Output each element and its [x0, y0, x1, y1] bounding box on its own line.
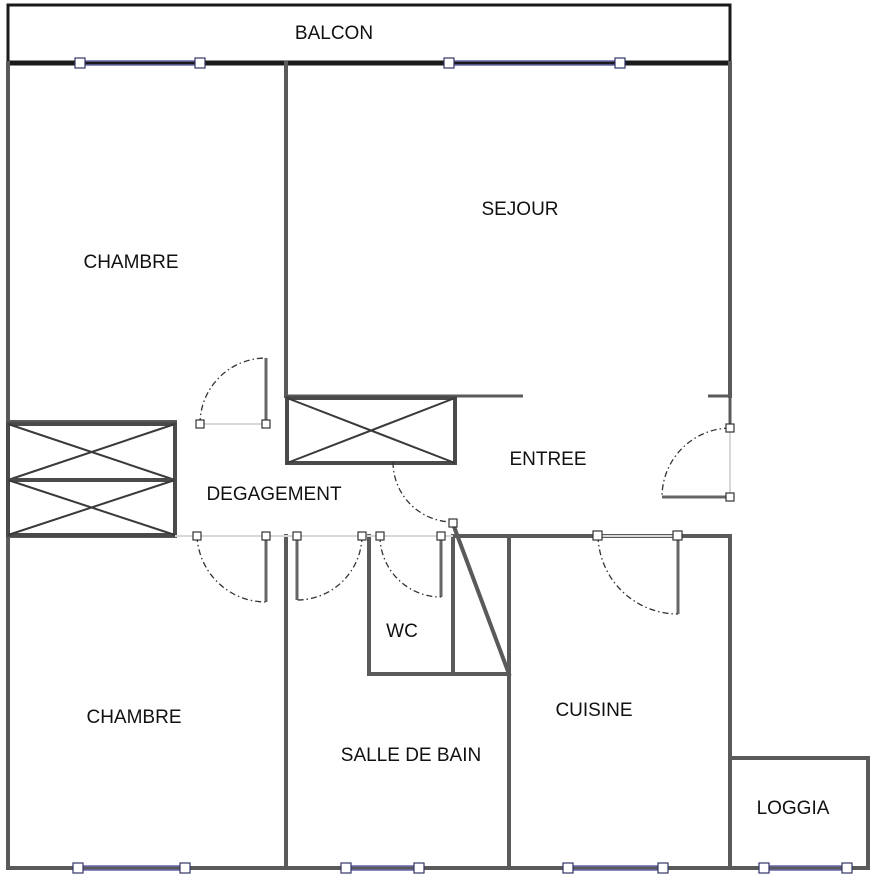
door-salle-de-bain	[292, 531, 367, 601]
door-wc	[375, 531, 446, 598]
door-openings	[175, 423, 731, 537]
cupboard-degagement	[6, 422, 177, 537]
window-balcon-chambre	[74, 57, 206, 69]
window-loggia	[758, 862, 853, 874]
window-salle-de-bain	[340, 862, 425, 874]
door-chambre-nord	[195, 357, 271, 429]
door-entree	[661, 423, 735, 502]
door-chambre-sud	[192, 531, 271, 603]
window-chambre-sud	[72, 862, 191, 874]
cupboard-entree	[285, 396, 457, 465]
room-label-chambre-nord: CHAMBRE	[83, 252, 178, 273]
door-placard-entree	[392, 461, 458, 528]
room-label-loggia: LOGGIA	[757, 798, 830, 819]
room-label-degagement: DEGAGEMENT	[206, 484, 342, 505]
room-label-entree: ENTREE	[509, 449, 586, 470]
room-label-balcon: BALCON	[295, 23, 373, 44]
room-label-salle-de-bain: SALLE DE BAIN	[341, 745, 481, 766]
room-label-chambre-sud: CHAMBRE	[86, 707, 181, 728]
room-label-sejour: SEJOUR	[481, 199, 558, 220]
room-label-cuisine: CUISINE	[555, 700, 632, 721]
balcony	[6, 3, 732, 66]
door-cuisine	[592, 530, 683, 615]
window-balcon-sejour	[443, 57, 626, 69]
window-cuisine	[562, 862, 669, 874]
room-label-wc: WC	[386, 621, 418, 642]
